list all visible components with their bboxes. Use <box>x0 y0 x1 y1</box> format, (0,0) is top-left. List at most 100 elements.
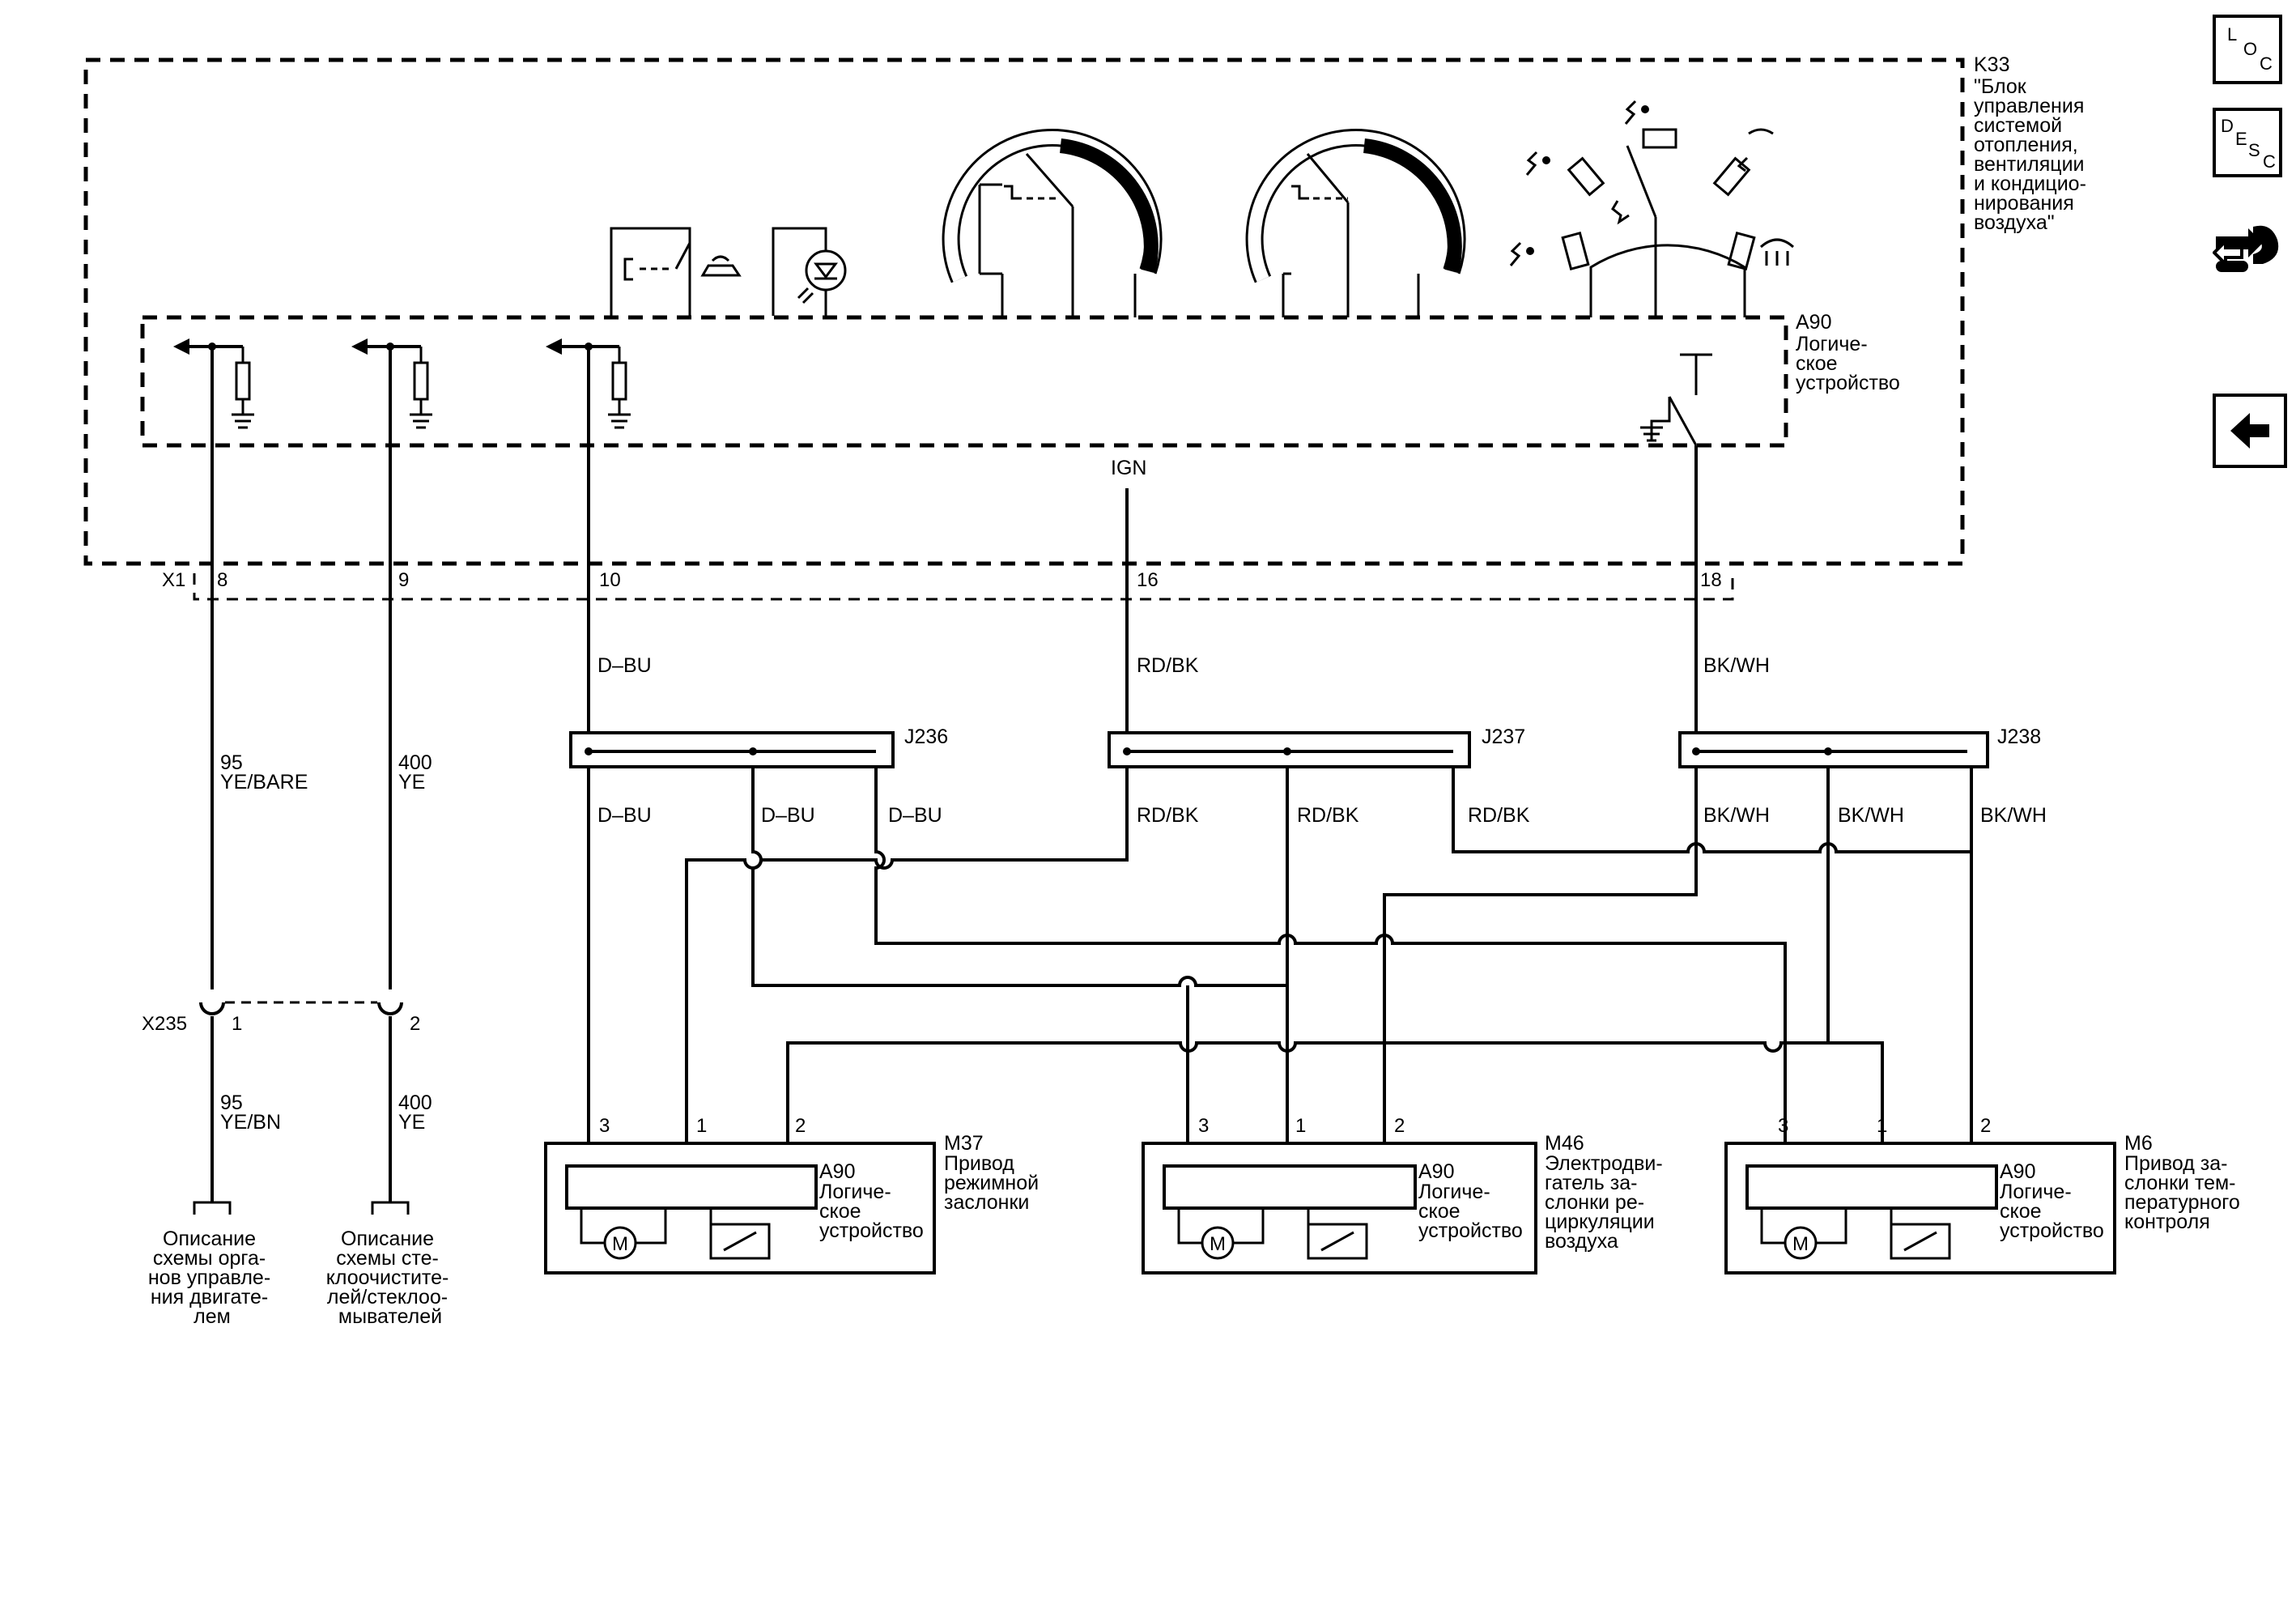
x235-ref: X235 <box>142 1013 187 1035</box>
svg-text:2: 2 <box>1394 1115 1405 1137</box>
svg-text:M6: M6 <box>2124 1132 2153 1155</box>
wire-x235-pin1-lower: 95 YE/BN <box>193 1016 281 1215</box>
svg-text:95: 95 <box>220 1091 243 1114</box>
tools-button[interactable] <box>2212 211 2285 283</box>
svg-text:A90: A90 <box>819 1160 855 1183</box>
light-emission-icon <box>797 287 814 304</box>
wire-pin8: 95 YE/BARE <box>210 347 308 989</box>
svg-text:D–BU: D–BU <box>597 804 652 827</box>
pin18-ground-switch <box>1640 353 1712 446</box>
indicator-led-symbol <box>772 227 847 316</box>
defrost-icon <box>1759 238 1795 266</box>
ign-label: IGN <box>1111 457 1146 479</box>
svg-text:BK/WH: BK/WH <box>1703 804 1770 827</box>
svg-text:95: 95 <box>220 751 243 774</box>
back-arrow-icon <box>2230 413 2269 449</box>
a90-description: Логиче- ское устройство <box>1796 333 1900 394</box>
svg-text:YE/BN: YE/BN <box>220 1111 281 1134</box>
temperature-rotary-control <box>1245 129 1466 317</box>
x1-pin-8: 8 <box>217 569 227 591</box>
svg-text:1: 1 <box>696 1115 707 1137</box>
svg-text:2: 2 <box>795 1115 806 1137</box>
wire-pin9: 400 YE <box>389 347 432 989</box>
fan-speed-rotary-control <box>942 129 1163 317</box>
wire-pin16: RD/BK <box>1125 488 1199 733</box>
svg-text:J238: J238 <box>1997 726 2041 748</box>
x1-pin-16: 16 <box>1137 569 1159 591</box>
svg-text:A90: A90 <box>2000 1160 2035 1183</box>
wire-pin10: D–BU <box>587 347 652 733</box>
svg-text:D–BU: D–BU <box>888 804 942 827</box>
output-pin8-resistor <box>173 338 254 429</box>
svg-text:3: 3 <box>1198 1115 1209 1137</box>
a90-ref: A90 <box>1796 311 1831 334</box>
a90-logic-device: A90 Логиче- ское устройство IGN <box>140 311 1900 479</box>
loc-button[interactable]: L O C <box>2213 15 2282 84</box>
x235-pin-1: 1 <box>232 1013 242 1035</box>
svg-text:YE: YE <box>398 771 425 794</box>
wiper-washer-reference: Описание схемы сте- клоочистите- лей/сте… <box>326 1228 455 1328</box>
wire-pin18: BK/WH <box>1694 445 1770 733</box>
vent-bilevel-icon <box>1525 151 1550 176</box>
svg-text:RD/BK: RD/BK <box>1137 654 1199 677</box>
x1-pin-18: 18 <box>1700 569 1722 591</box>
x1-pin-10: 10 <box>599 569 621 591</box>
desc-button[interactable]: D E S C <box>2213 108 2282 177</box>
svg-text:D–BU: D–BU <box>761 804 815 827</box>
motor-icon: M <box>1792 1233 1809 1255</box>
tools-icon <box>2212 225 2279 272</box>
svg-text:D–BU: D–BU <box>597 654 652 677</box>
recirculation-car-icon <box>700 255 742 277</box>
vent-face-icon <box>1624 100 1649 125</box>
connector-x235: X235 1 2 <box>142 1001 420 1035</box>
svg-text:J237: J237 <box>1482 726 1525 748</box>
svg-text:J236: J236 <box>904 726 948 748</box>
k33-description: "Блок управления системой отопления, вен… <box>1974 75 2092 234</box>
svg-text:RD/BK: RD/BK <box>1468 804 1530 827</box>
back-button[interactable] <box>2213 394 2287 468</box>
svg-text:BK/WH: BK/WH <box>1703 654 1770 677</box>
svg-text:YE/BARE: YE/BARE <box>220 771 308 794</box>
output-pin9-resistor <box>351 338 432 429</box>
svg-text:400: 400 <box>398 751 432 774</box>
motor-icon: M <box>1210 1233 1226 1255</box>
x1-pin-9: 9 <box>398 569 409 591</box>
splice-j238: J238 BK/WH BK/WH BK/WH <box>1678 726 2047 827</box>
svg-text:BK/WH: BK/WH <box>1980 804 2047 827</box>
svg-text:1: 1 <box>1295 1115 1306 1137</box>
k33-ref: K33 <box>1974 53 2009 76</box>
x1-ref: X1 <box>162 569 185 591</box>
motor-icon: M <box>612 1233 628 1255</box>
x235-pin-2: 2 <box>410 1013 420 1035</box>
svg-text:2: 2 <box>1980 1115 1991 1137</box>
svg-text:RD/BK: RD/BK <box>1137 804 1199 827</box>
defog-floor-icon <box>1737 128 1774 172</box>
svg-text:BK/WH: BK/WH <box>1838 804 1904 827</box>
air-distribution-mode-selector <box>1509 100 1795 317</box>
svg-text:3: 3 <box>1778 1115 1788 1137</box>
svg-text:3: 3 <box>599 1115 610 1137</box>
svg-text:M37: M37 <box>944 1132 984 1155</box>
distribution-wiring <box>587 767 1973 1143</box>
k33-module: K33 "Блок управления системой отопления,… <box>83 53 2092 566</box>
svg-text:Электродви-гатель за-слонки ре: Электродви-гатель за-слонки ре-циркуляци… <box>1545 1152 1663 1253</box>
connector-x1: X1 8 9 10 16 18 <box>162 569 1734 601</box>
svg-text:RD/BK: RD/BK <box>1297 804 1359 827</box>
svg-text:1: 1 <box>1877 1115 1887 1137</box>
engine-control-reference: Описание схемы орга- нов управле- ния дв… <box>148 1228 276 1328</box>
wire-x235-pin2-lower: 400 YE <box>371 1016 432 1215</box>
svg-text:YE: YE <box>398 1111 425 1134</box>
splice-j237: J237 RD/BK RD/BK RD/BK <box>1108 726 1530 827</box>
svg-text:A90: A90 <box>1418 1160 1454 1183</box>
ac-switch-symbol <box>610 227 742 316</box>
vent-floor-icon <box>1509 241 1534 266</box>
svg-text:M46: M46 <box>1545 1132 1584 1155</box>
